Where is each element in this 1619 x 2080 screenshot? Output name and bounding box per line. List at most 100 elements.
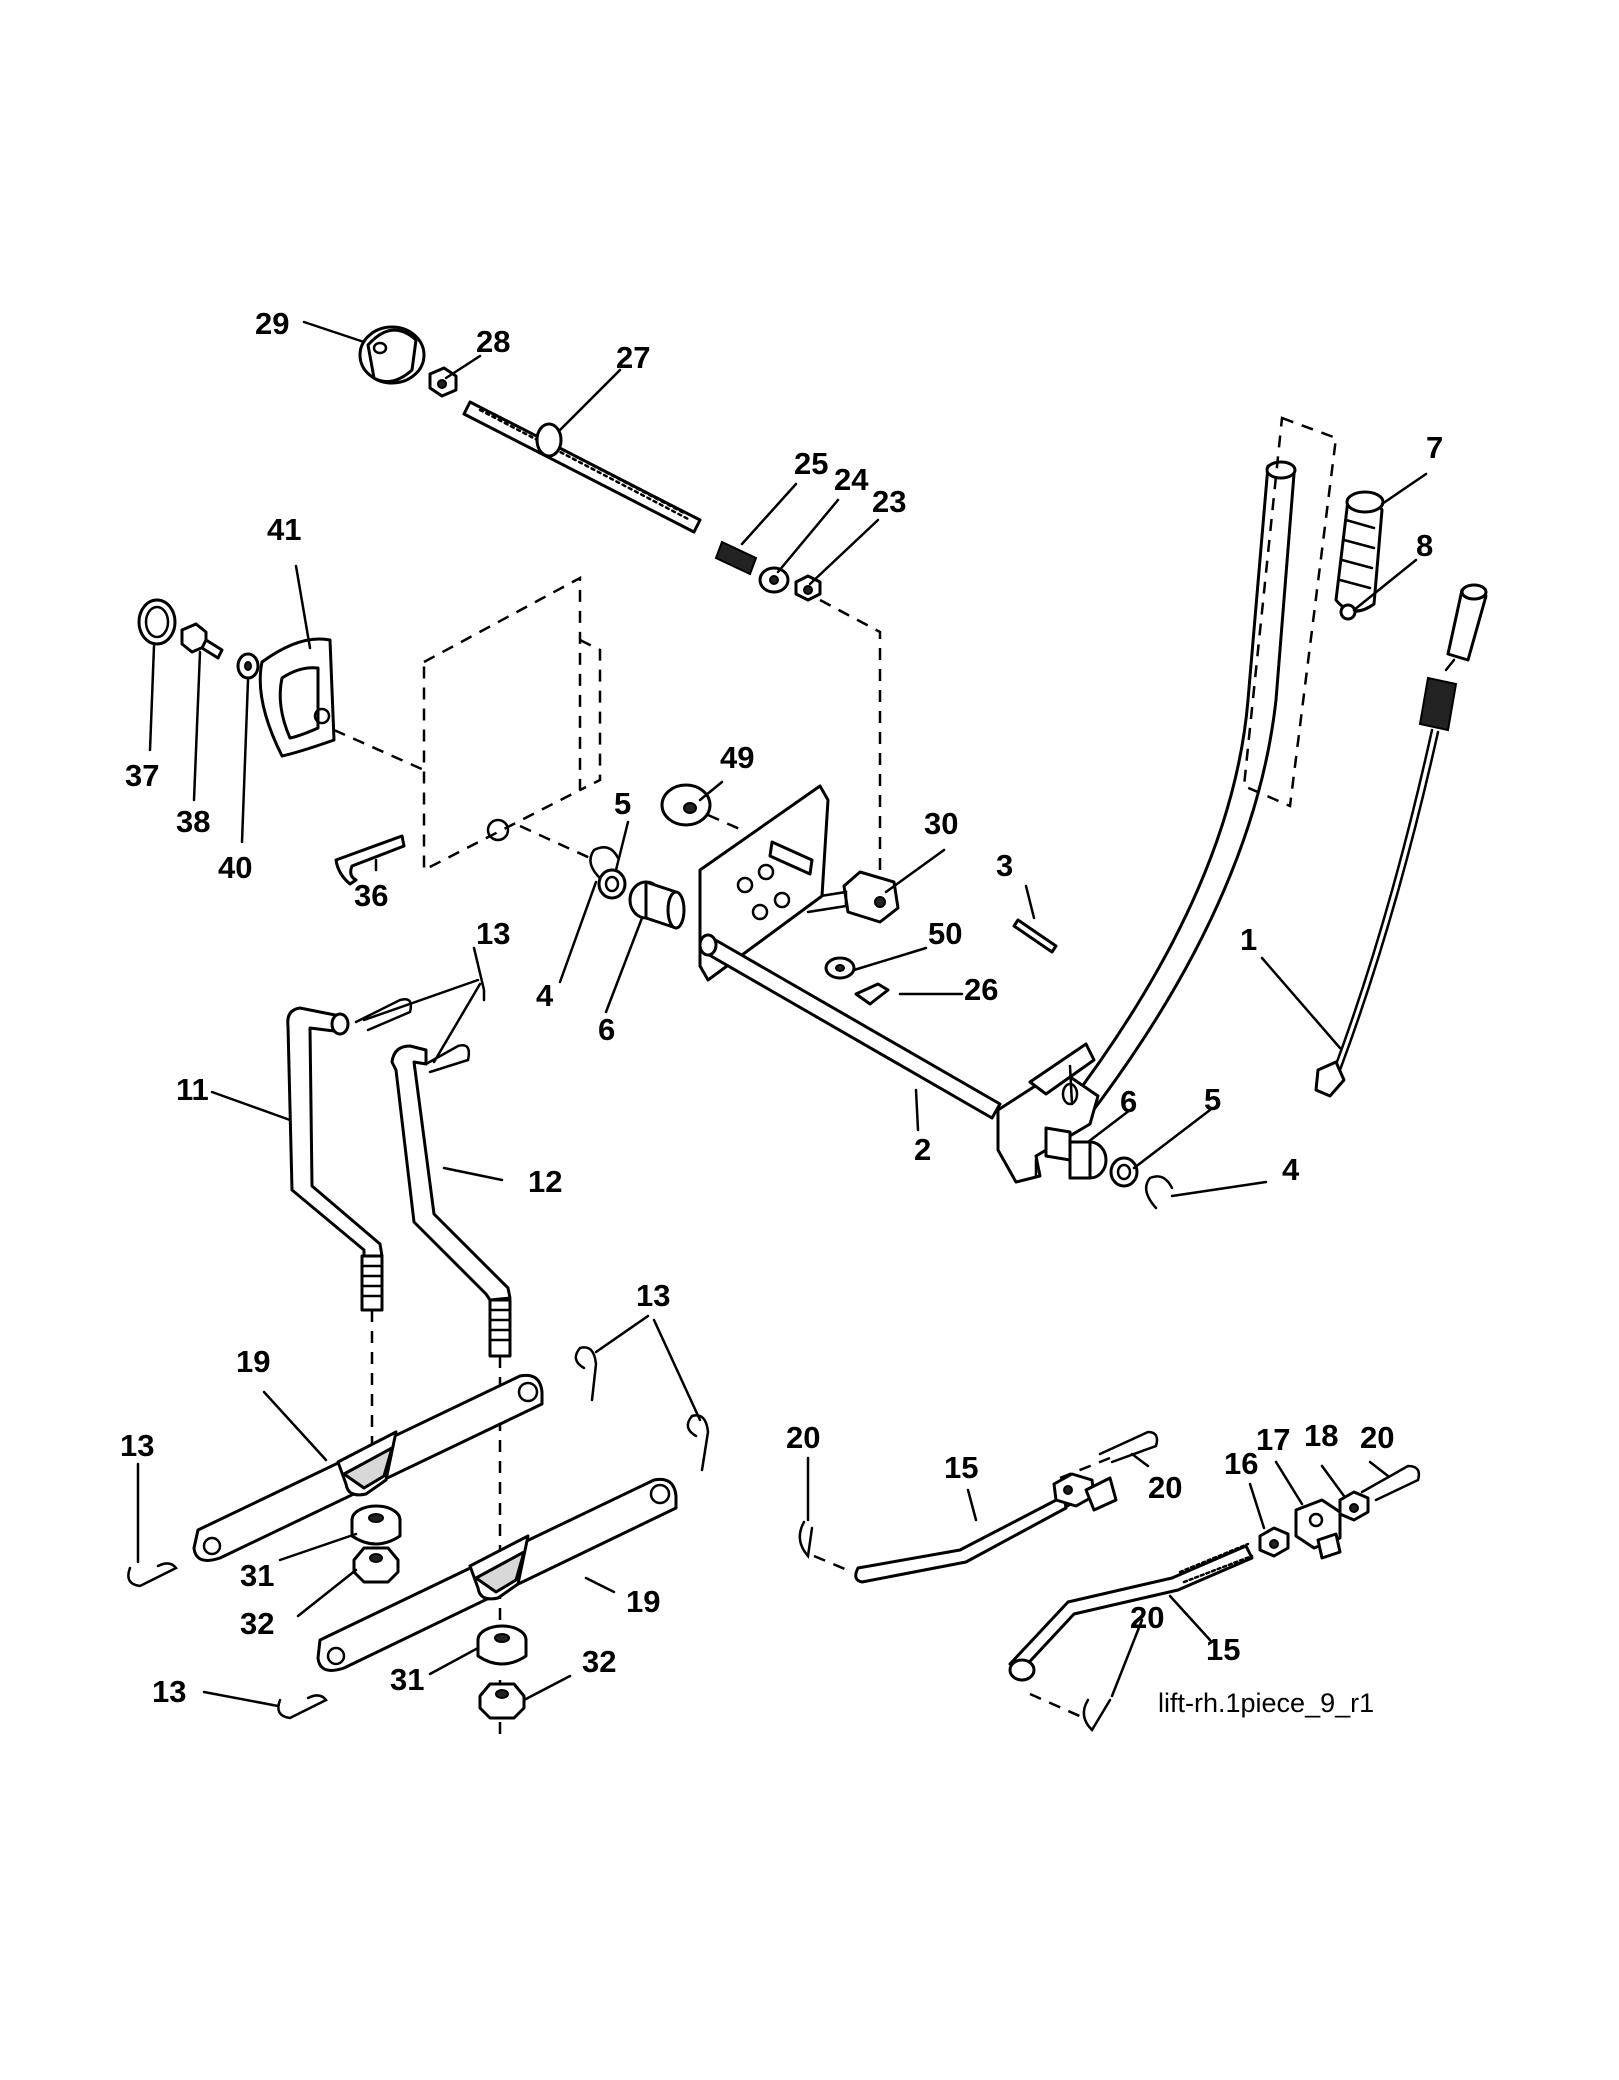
part-17-swivel-block bbox=[1294, 1498, 1342, 1560]
callout-31-upper: 31 bbox=[240, 1558, 274, 1593]
leader-lines bbox=[136, 320, 1428, 1708]
callout-13-upper: 13 bbox=[476, 916, 510, 951]
callout-49: 49 bbox=[720, 740, 754, 775]
part-7-grip bbox=[1334, 490, 1385, 613]
part-6-bushing-upper bbox=[628, 880, 686, 930]
callout-41: 41 bbox=[267, 512, 301, 547]
part-13-hairpin-left bbox=[127, 1562, 328, 1720]
part-19-lift-arm-upper bbox=[192, 1373, 544, 1562]
callout-32-upper: 32 bbox=[240, 1606, 274, 1641]
assembly-line-41-frame bbox=[333, 728, 425, 772]
callout-6-lower: 6 bbox=[1120, 1084, 1137, 1119]
callout-1: 1 bbox=[1240, 922, 1257, 957]
part-27-adjuster-rod bbox=[462, 400, 702, 534]
callout-40: 40 bbox=[218, 850, 252, 885]
callout-20-lower: 20 bbox=[1130, 1600, 1164, 1635]
part-41-spacer bbox=[258, 637, 336, 758]
frame-plate-outline bbox=[422, 575, 602, 873]
callout-3: 3 bbox=[996, 848, 1013, 883]
callout-11: 11 bbox=[176, 1072, 209, 1107]
part-28-nut bbox=[428, 366, 458, 398]
part-50-washer bbox=[824, 956, 856, 980]
part-5-washer-lower bbox=[1109, 1156, 1139, 1188]
callout-5-upper: 5 bbox=[614, 786, 631, 821]
part-37-cap bbox=[137, 598, 177, 646]
callout-38: 38 bbox=[176, 804, 210, 839]
part-6-bushing-lower bbox=[1044, 1126, 1108, 1180]
part-30-swivel bbox=[806, 870, 900, 924]
assembly-line-20a bbox=[813, 1554, 853, 1574]
lift-lever bbox=[996, 460, 1297, 1184]
part-23-nut bbox=[794, 574, 822, 602]
callout-20-left: 20 bbox=[786, 1420, 820, 1455]
callout-29: 29 bbox=[255, 306, 289, 341]
assembly-line-20c bbox=[1029, 1692, 1085, 1720]
callout-15-upper: 15 bbox=[944, 1450, 978, 1485]
part-1-cable bbox=[1314, 583, 1488, 1098]
assembly-line-23-30 bbox=[819, 598, 882, 870]
callout-27: 27 bbox=[616, 340, 650, 375]
part-13-hairpin-upper bbox=[354, 998, 471, 1074]
callout-20-right: 20 bbox=[1360, 1420, 1394, 1455]
part-29-knob bbox=[358, 325, 426, 385]
part-8-plug bbox=[1339, 603, 1357, 621]
callout-4-lower: 4 bbox=[1282, 1152, 1300, 1187]
part-12-lift-link bbox=[390, 1044, 512, 1358]
part-36-clip bbox=[334, 834, 406, 886]
callout-8: 8 bbox=[1416, 528, 1433, 563]
part-16-nut bbox=[1258, 1526, 1290, 1558]
part-20-hairpins bbox=[798, 1430, 1421, 1733]
callout-26: 26 bbox=[964, 972, 998, 1007]
part-26-cotter bbox=[854, 982, 890, 1006]
part-15-rod-upper bbox=[854, 1472, 1118, 1584]
part-5-washer-upper bbox=[597, 868, 627, 900]
part-11-lift-link bbox=[286, 1006, 384, 1312]
callout-19-upper: 19 bbox=[236, 1344, 270, 1379]
part-24-washer bbox=[758, 566, 790, 594]
callout-30: 30 bbox=[924, 806, 958, 841]
callout-37: 37 bbox=[125, 758, 159, 793]
lift-plate bbox=[698, 784, 830, 982]
part-38-bolt bbox=[180, 622, 224, 660]
callout-13-right: 13 bbox=[636, 1278, 670, 1313]
callout-7: 7 bbox=[1426, 430, 1443, 465]
callout-25: 25 bbox=[794, 446, 828, 481]
callout-16: 16 bbox=[1224, 1446, 1258, 1481]
callout-4-upper: 4 bbox=[536, 978, 554, 1013]
callout-17: 17 bbox=[1256, 1422, 1290, 1457]
callout-19-lower: 19 bbox=[626, 1584, 660, 1619]
callout-24: 24 bbox=[834, 462, 869, 497]
part-31-spacer-upper bbox=[350, 1504, 402, 1546]
part-3-pin bbox=[1012, 918, 1058, 954]
callout-12: 12 bbox=[528, 1164, 562, 1199]
part-4-e-clip-lower bbox=[1144, 1175, 1174, 1210]
callout-36: 36 bbox=[354, 878, 388, 913]
part-18-nut bbox=[1338, 1490, 1370, 1522]
callout-20-mid: 20 bbox=[1148, 1470, 1182, 1505]
part-13-hairpin-right bbox=[574, 1346, 710, 1472]
callout-50: 50 bbox=[928, 916, 962, 951]
diagram-caption: lift-rh.1piece_9_r1 bbox=[1158, 1688, 1374, 1718]
callout-2: 2 bbox=[914, 1132, 931, 1167]
part-49-bushing bbox=[660, 783, 712, 827]
callout-6-upper: 6 bbox=[598, 1012, 615, 1047]
callout-labels: 29 28 27 25 24 23 41 7 8 37 38 40 49 30 … bbox=[120, 306, 1443, 1709]
callout-15-lower: 15 bbox=[1206, 1632, 1240, 1667]
part-31-spacer-lower bbox=[476, 1624, 528, 1666]
part-15-rod-lower bbox=[1008, 1542, 1254, 1682]
part-2-cross-shaft bbox=[698, 933, 1002, 1120]
part-40-washer bbox=[236, 652, 260, 680]
part-25-spring bbox=[714, 540, 758, 576]
part-32-nut-upper bbox=[352, 1546, 400, 1584]
assembly-line-grip bbox=[1242, 416, 1338, 808]
part-4-e-clip-upper bbox=[589, 846, 620, 882]
assembly-line-49 bbox=[707, 813, 743, 832]
part-19-lift-arm-lower bbox=[316, 1477, 678, 1672]
assembly-line-frame-shaft bbox=[519, 824, 591, 860]
callout-5-lower: 5 bbox=[1204, 1082, 1221, 1117]
callout-13-left-upper: 13 bbox=[120, 1428, 154, 1463]
callout-13-left-lower: 13 bbox=[152, 1674, 186, 1709]
callout-32-lower: 32 bbox=[582, 1644, 616, 1679]
callout-18: 18 bbox=[1304, 1418, 1338, 1453]
